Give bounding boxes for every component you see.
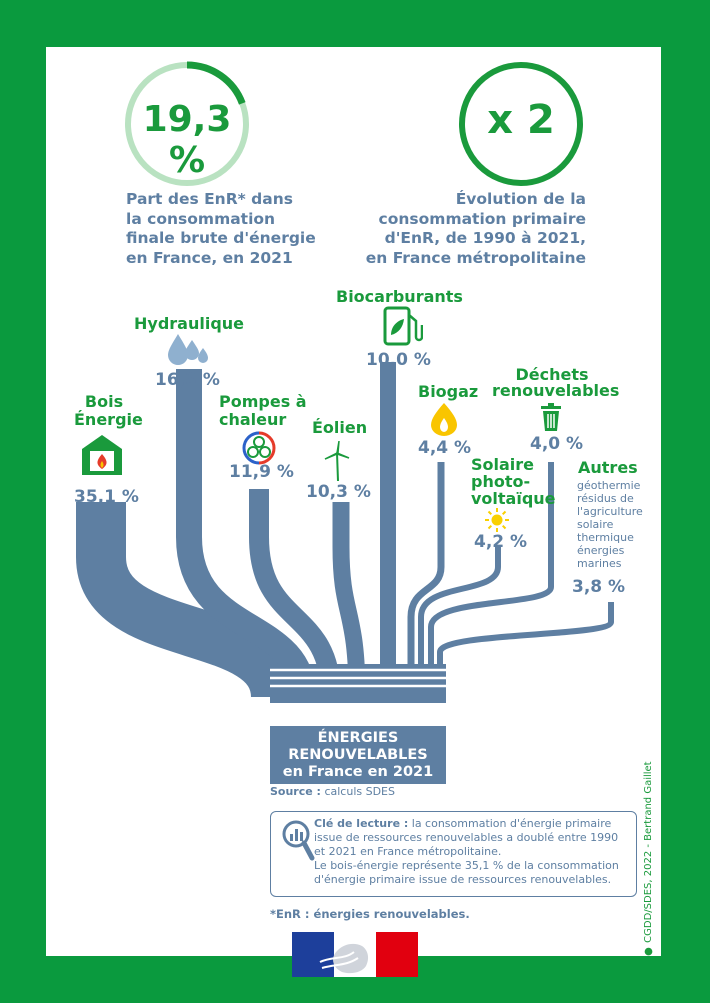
share-value: 19,3 %	[142, 99, 232, 181]
reading-key-text: Clé de lecture : la consommation d'énerg…	[314, 817, 619, 886]
title-line: ÉNERGIES	[317, 730, 399, 746]
growth-circle	[459, 62, 583, 186]
eolien-pct: 10,3 %	[306, 482, 371, 502]
growth-line: consommation primaire	[378, 209, 586, 228]
title-line: en France en 2021	[282, 764, 434, 780]
biogaz-pct: 4,4 %	[418, 438, 472, 458]
heat-pump-icon	[242, 431, 276, 465]
sun-icon	[485, 508, 509, 532]
growth-line: Évolution de la	[455, 190, 586, 208]
solaire-flow	[418, 545, 501, 697]
dechets-flow	[428, 462, 554, 697]
flame-icon	[431, 403, 457, 436]
source-note: Source : calculs SDES	[270, 785, 395, 798]
growth-line: d'EnR, de 1990 à 2021,	[384, 229, 586, 247]
biocarb-pct: 10,0 %	[366, 350, 431, 370]
fireplace-icon	[82, 435, 122, 475]
autres-label: Autres	[578, 458, 638, 477]
fuel-pump-icon	[383, 306, 423, 346]
reading-key-label: Clé de lecture :	[314, 817, 409, 830]
pompes-pct: 11,9 %	[229, 462, 294, 482]
wind-turbine-icon	[324, 441, 350, 481]
growth-description: Évolution de la consommation primaire d'…	[336, 190, 586, 268]
trash-icon	[541, 403, 561, 431]
water-drops-icon	[168, 334, 208, 365]
biogaz-flow	[407, 462, 445, 697]
share-line: Part des EnR* dans	[126, 190, 293, 208]
growth-value: x 2	[487, 97, 555, 143]
infographic-panel: 19,3 % Part des EnR* dans la consommatio…	[46, 47, 661, 957]
dechets-pct: 4,0 %	[530, 434, 584, 454]
diagram-title: ÉNERGIES RENOUVELABLES en France en 2021	[270, 726, 446, 784]
share-line: en France, en 2021	[126, 248, 293, 267]
magnifier-chart-icon	[282, 820, 315, 861]
share-ring-arc	[124, 61, 250, 187]
trunk-base	[270, 697, 446, 703]
biogaz-label: Biogaz	[418, 382, 479, 401]
biocarb-label: Biocarburants	[336, 287, 463, 306]
share-description: Part des EnR* dans la consommation final…	[126, 190, 316, 268]
autres-flow	[437, 602, 614, 697]
share-line: la consommation	[126, 209, 276, 228]
growth-line: en France métropolitaine	[365, 248, 586, 267]
footnote: *EnR : énergies renouvelables.	[270, 907, 470, 921]
credit: ● CGDD/SDES, 2022 - Bertrand Gaillet	[643, 761, 654, 957]
eolien-label: Éolien	[312, 418, 368, 437]
share-ring-chart	[124, 61, 250, 187]
solaire-pct: 4,2 %	[474, 532, 528, 552]
share-line: finale brute d'énergie	[126, 229, 316, 247]
autres-pct: 3,8 %	[572, 577, 626, 597]
flow-diagram	[76, 362, 614, 703]
bois-pct: 35,1 %	[74, 487, 139, 507]
hydro-pct: 16,3 %	[155, 370, 220, 390]
title-line: RENOUVELABLES	[288, 747, 428, 763]
source-label: Source :	[270, 785, 321, 798]
reading-key-box	[270, 811, 637, 897]
hydro-label: Hydraulique	[134, 314, 245, 333]
solaire-label: Solaire photo- voltaïque	[471, 455, 556, 508]
republique-francaise-logo	[292, 932, 418, 977]
autres-items: géothermie résidus de l'agriculture sola…	[577, 479, 643, 570]
source-text: calculs SDES	[324, 785, 395, 798]
